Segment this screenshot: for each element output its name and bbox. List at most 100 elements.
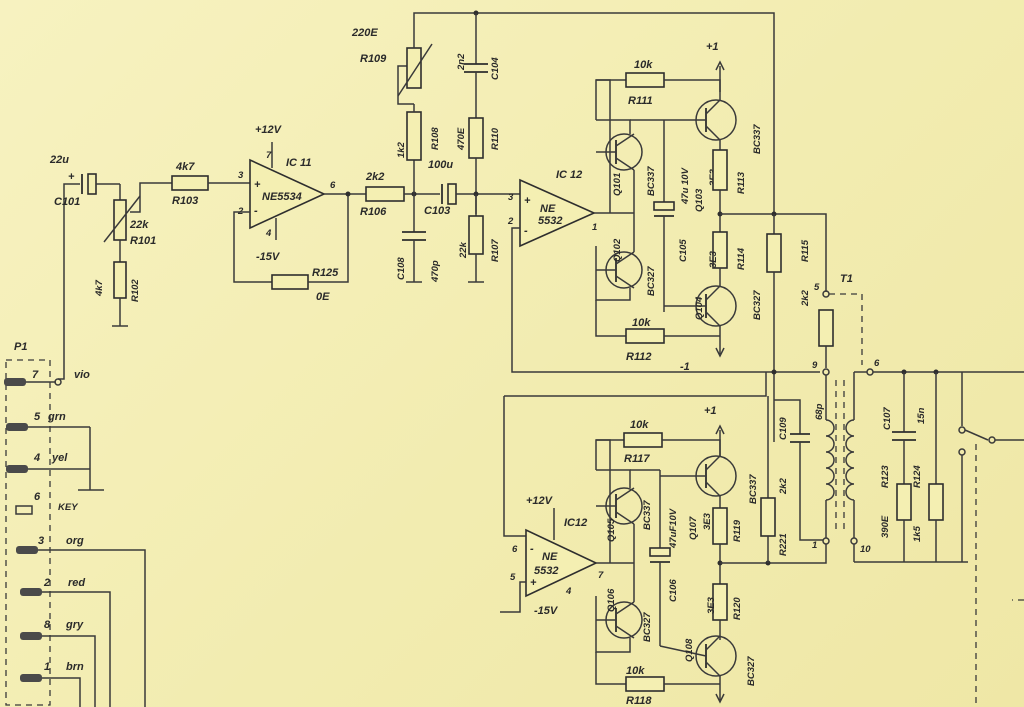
- t1-primary-winding: [825, 419, 835, 501]
- rail-neg-mid: -1: [680, 361, 690, 373]
- q106-type: BC327: [642, 612, 653, 642]
- r124-resistor: [928, 483, 944, 521]
- svg-text:+: +: [524, 195, 531, 207]
- r118-value: 10k: [626, 665, 645, 677]
- ic12b-pin7: 7: [598, 570, 604, 581]
- q101-type: BC337: [646, 166, 657, 196]
- r107-ref: R107: [490, 239, 501, 262]
- transformer-t1: T1 5 9 1 6 10 C109 68p: [771, 273, 1024, 563]
- svg-text:-: -: [530, 543, 534, 555]
- q101-ref: Q101: [612, 173, 623, 196]
- r124-value: 1k5: [912, 525, 923, 542]
- r103-value: 4k7: [175, 161, 195, 173]
- r111-ref: R111: [628, 95, 653, 107]
- ic12-upper-opamp: + - NE 5532 IC 12 3 2 1: [507, 169, 820, 373]
- r102-value: 4k7: [94, 279, 105, 297]
- ic12b-supply-pos: +12V: [526, 495, 554, 507]
- q104-type: BC327: [752, 290, 763, 320]
- pin-number: 8: [44, 619, 51, 631]
- q104-value: 3E3: [708, 250, 719, 268]
- pin-wire-color: KEY: [58, 502, 79, 513]
- svg-text:-: -: [254, 205, 258, 217]
- lower-output-stage: 10k R117 Q105 BC337 47uF10V C106 Q106 BC…: [595, 396, 827, 707]
- q102-type: BC327: [646, 266, 657, 296]
- q103-ref: Q103: [694, 188, 705, 212]
- q106-ref: Q106: [606, 588, 617, 612]
- pin-number: 3: [38, 535, 44, 547]
- q108-ref: Q108: [684, 638, 695, 662]
- ic12a-part-b: 5532: [538, 215, 562, 227]
- ic12a-pin3: 3: [508, 192, 514, 203]
- secondary-network: C107 15n 390E R123 R124 1k5: [880, 369, 1024, 707]
- connector-title: P1: [14, 341, 27, 353]
- r103-ref: R103: [172, 195, 198, 207]
- r103-resistor: [171, 175, 209, 191]
- r123-ref: R123: [880, 465, 891, 488]
- pin-wire-color: gry: [65, 619, 84, 631]
- r221-resistor: [760, 497, 776, 537]
- pin-wire-color: vio: [74, 369, 90, 381]
- ic11-ref: IC 11: [286, 157, 311, 169]
- c109-ref: C109: [778, 417, 789, 440]
- r110-resistor: [468, 117, 484, 159]
- ic11-part: NE5534: [262, 191, 302, 203]
- r119-resistor: [712, 507, 728, 545]
- pin-plug: [6, 423, 28, 431]
- r101-pot: [113, 199, 127, 241]
- c104-value: 2n2: [456, 53, 467, 71]
- q104-ref: Q104: [694, 296, 705, 320]
- pin-number: 7: [32, 369, 39, 381]
- r113-ref: R113: [736, 171, 747, 194]
- ic11-pin7: 7: [266, 150, 272, 161]
- t1-series-resistor: [818, 309, 834, 347]
- ic12a-part-a: NE: [540, 203, 556, 215]
- c101-ref: C101: [54, 196, 80, 208]
- ic12-lower-opamp: - + NE 5532 IC12 +12V -15V 6 5 7 4: [500, 372, 767, 617]
- ic12b-pin6: 6: [512, 544, 518, 555]
- connector-p1: P1 7 vio 5 grn 4 yel 6 KEY 3 org 2 red: [4, 341, 146, 707]
- ic11-supply-pos: +12V: [255, 124, 283, 136]
- ic12b-pin4: 4: [565, 586, 572, 597]
- c105-ref: C105: [678, 239, 689, 262]
- ic12b-part-b: 5532: [534, 565, 558, 577]
- r101-value: 22k: [129, 219, 149, 231]
- pin-number: 6: [34, 491, 41, 503]
- ic12b-ref: IC12: [564, 517, 587, 529]
- pin-number: 2: [43, 577, 50, 589]
- ic11-pin6: 6: [330, 180, 336, 191]
- ic12a-pin2: 2: [507, 216, 514, 227]
- pin-wire-color: red: [68, 577, 85, 589]
- r108-resistor: [406, 111, 422, 161]
- rail-pos-top: +1: [706, 41, 719, 53]
- ic11-opamp: + - NE5534 IC 11 +12V -15V 3 2 6 7 4 R12…: [233, 124, 366, 303]
- pin-wire-color: org: [66, 535, 84, 547]
- output-switch: [964, 429, 989, 441]
- svg-text:-: -: [524, 225, 528, 237]
- r106-value: 2k2: [365, 171, 384, 183]
- filter-network: 2k2 R106 C108 470p 220E R109 1k2 R108 2n…: [351, 10, 775, 283]
- r221-ref: R221: [778, 533, 789, 556]
- r109-trimmer: [406, 47, 422, 89]
- c104-ref: C104: [490, 57, 501, 80]
- c107-value: 15n: [916, 407, 927, 424]
- pin-plug: [20, 674, 42, 682]
- t1-pin9: 9: [812, 360, 818, 371]
- r102-resistor: [113, 261, 127, 299]
- r125-resistor: [271, 274, 309, 290]
- r113-resistor: [712, 149, 728, 191]
- c109-value: 68p: [814, 403, 825, 420]
- r125-ref: R125: [312, 267, 339, 279]
- r118-ref: R118: [626, 695, 652, 707]
- r112-resistor: [625, 328, 665, 344]
- r106-resistor: [365, 186, 405, 202]
- q105-ref: Q105: [606, 518, 617, 542]
- r118-resistor: [625, 676, 665, 692]
- q108-value: 3E3: [706, 596, 717, 614]
- r114-ref: R114: [736, 247, 747, 270]
- r117-value: 10k: [630, 419, 649, 431]
- t1-pin10: 10: [860, 544, 871, 555]
- c106-ref: C106: [668, 579, 679, 602]
- r110-value: 470E: [456, 127, 467, 151]
